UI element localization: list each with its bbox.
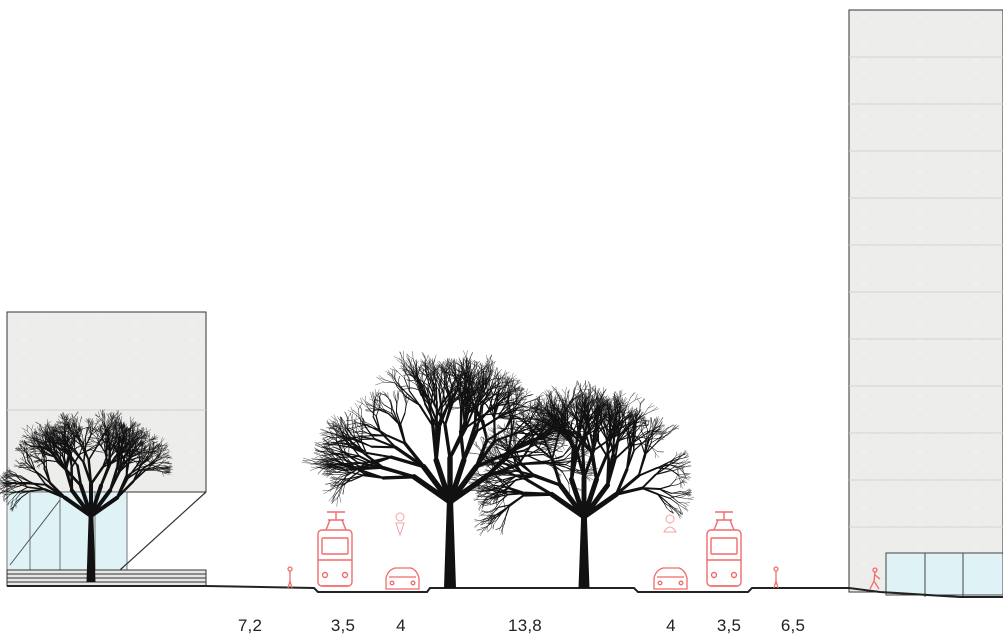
tram-right	[706, 511, 742, 587]
right-building-volume	[848, 9, 1003, 593]
dimension-road-right: 4	[666, 616, 676, 635]
dimension-tram-right: 3,5	[716, 616, 742, 635]
ground-profile	[7, 585, 1003, 598]
dimension-median: 13,8	[508, 616, 542, 635]
pedestrian-right	[773, 566, 779, 589]
pedestrian-building	[869, 567, 881, 590]
left-building-steps	[6, 569, 207, 587]
cyclist-behind-tree-right	[663, 514, 677, 533]
pedestrian-left	[287, 566, 293, 589]
dimension-road-left: 4	[396, 616, 406, 635]
dimension-tram-left: 3,5	[330, 616, 356, 635]
dimension-sidewalk-right: 6,5	[780, 616, 806, 635]
tree-center-right	[467, 379, 695, 588]
trees	[0, 350, 695, 588]
tree-center-left	[301, 350, 600, 588]
car-left	[385, 567, 420, 590]
cyclist-behind-tree-left	[395, 512, 405, 537]
dimension-sidewalk-left: 7,2	[237, 616, 263, 635]
car-right	[653, 567, 688, 590]
tram-left	[317, 511, 353, 587]
right-building-glazing	[885, 552, 1003, 596]
right-building	[848, 9, 1003, 597]
tree-left	[0, 409, 173, 582]
